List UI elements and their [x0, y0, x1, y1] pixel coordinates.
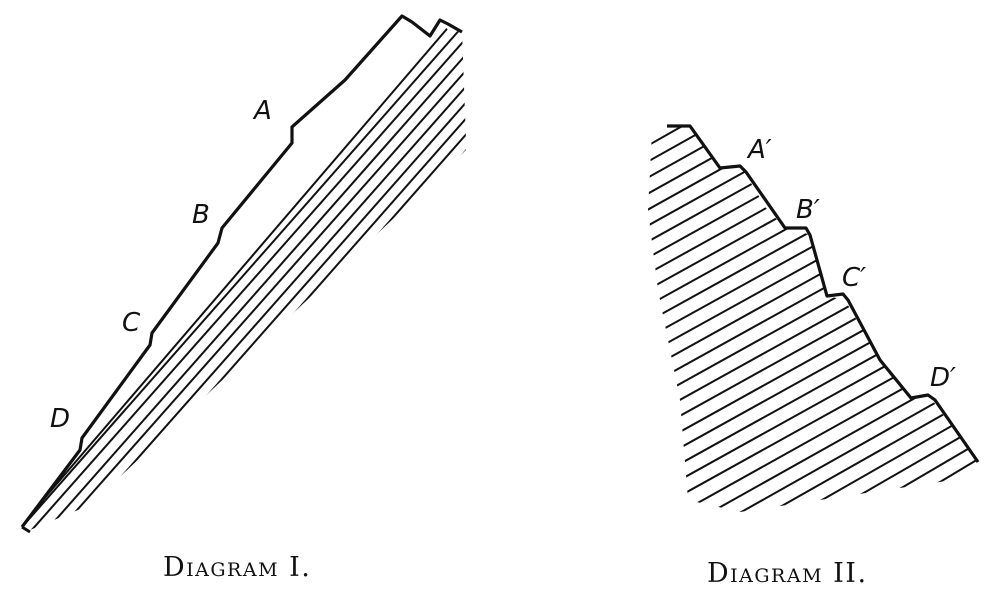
diagram-2-label-d-prime: D′	[930, 363, 956, 393]
diagram-2-caption: Diagram II.	[707, 558, 868, 589]
diagram-1-label-d: D	[50, 404, 71, 434]
diagram-2-hatching	[648, 126, 978, 512]
diagram-1-label-a: A	[254, 96, 272, 126]
diagram-1-label-b: B	[192, 200, 210, 230]
diagram-1-label-c: C	[122, 308, 141, 338]
diagram-1-hatching	[22, 16, 466, 530]
diagram-2-outline	[667, 124, 980, 463]
diagram-2-label-b-prime: B′	[796, 195, 820, 225]
diagram-1-caption: Diagram I.	[163, 552, 312, 583]
diagram-2-label-a-prime: A′	[748, 135, 772, 165]
diagram-2-label-c-prime: C′	[842, 263, 867, 293]
diagram-1-outline	[20, 14, 463, 528]
